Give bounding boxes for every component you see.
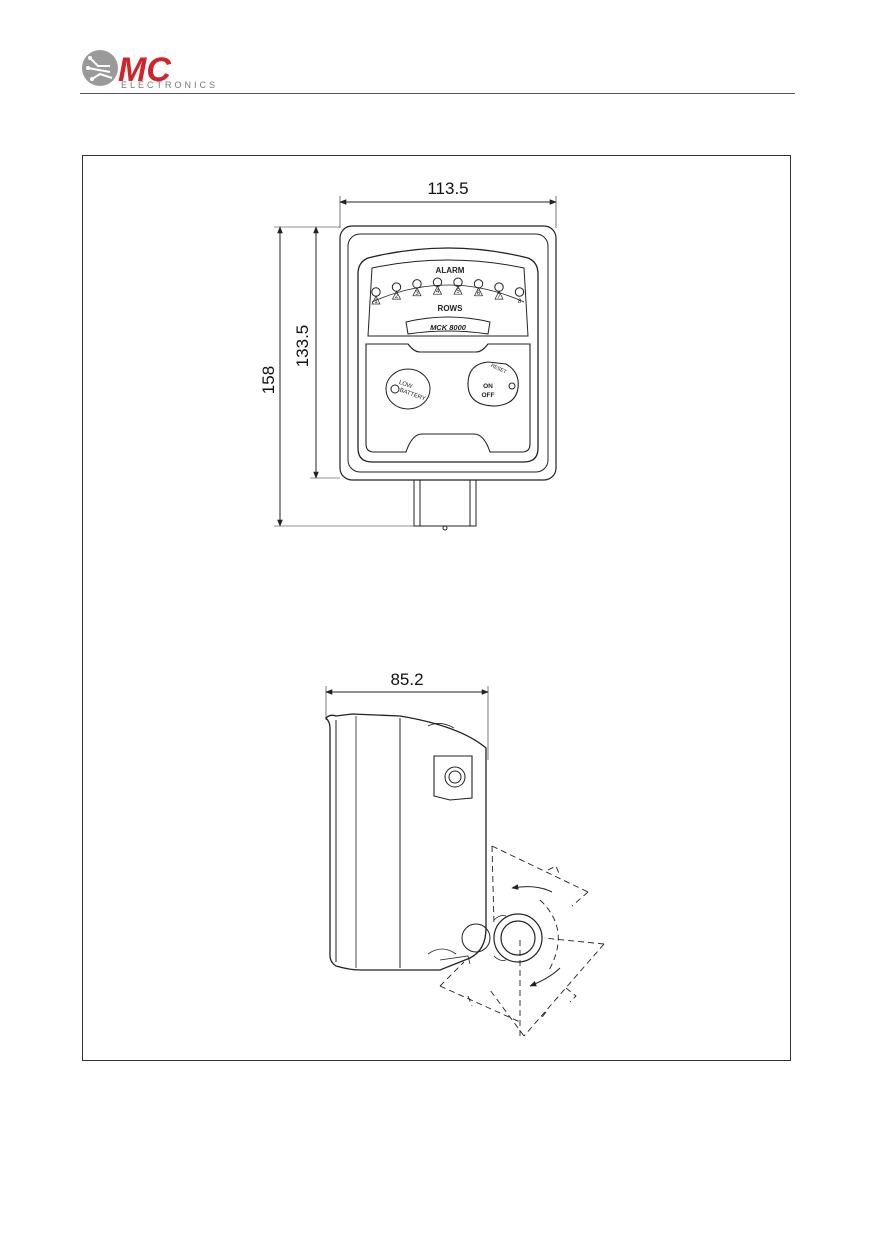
model-label: MCK 8000	[430, 323, 467, 332]
alarm-led-marker-4	[432, 285, 443, 295]
row-number-7: 7	[497, 294, 501, 300]
depth-dimension-label: 85.2	[390, 670, 423, 689]
body-height-dimension-label: 133.5	[293, 325, 312, 368]
front-bezel	[357, 247, 539, 463]
side-body-outline	[325, 713, 487, 971]
total-height-dimension-label: 158	[259, 366, 278, 394]
screw-boss	[433, 755, 473, 801]
width-dimension-label: 113.5	[427, 179, 468, 198]
alarm-label: ALARM	[436, 266, 465, 275]
rotate-down-arrow	[529, 967, 561, 987]
row-number-8: 8	[518, 299, 522, 305]
alarm-led-marker-7	[494, 290, 504, 300]
screw-icon	[444, 766, 466, 788]
front-view	[274, 196, 557, 531]
low-battery-indicator	[385, 368, 431, 410]
housing-outline	[339, 225, 557, 481]
hinge-pivot	[493, 913, 543, 963]
alarm-led-marker-6	[473, 287, 484, 297]
alarm-led-row: 1 2 3 4 5 6 7 8	[371, 277, 525, 305]
side-view	[325, 686, 605, 1037]
switch-on-label: ON	[483, 383, 493, 390]
row-number-1: 1	[374, 299, 378, 305]
alarm-led-marker-5	[453, 285, 463, 295]
alarm-led-marker-3	[412, 287, 422, 297]
control-panel	[365, 343, 531, 453]
key-switch	[467, 361, 519, 407]
logo-subtitle: ELECTRONICS	[121, 80, 218, 90]
low-battery-label-line1: LOW	[398, 380, 413, 390]
alarm-led-2	[391, 282, 402, 292]
row-number-4: 4	[436, 289, 440, 295]
alarm-led-7	[494, 282, 504, 292]
row-number-3: 3	[415, 291, 419, 297]
hinge-knuckle	[461, 923, 491, 953]
header-rule	[80, 93, 795, 94]
alarm-led-3	[412, 279, 422, 289]
switch-off-label: OFF	[482, 392, 495, 399]
mount-bracket	[413, 479, 477, 527]
alarm-led-marker-2	[391, 290, 402, 300]
alarm-led-1	[371, 287, 381, 297]
alarm-led-marker-1	[371, 295, 381, 305]
low-battery-label-line2: BATTERY	[399, 388, 427, 403]
alarm-led-8	[514, 287, 525, 297]
rows-label: ROWS	[438, 304, 464, 313]
row-number-2: 2	[395, 294, 399, 300]
logo-mark: MC	[118, 51, 171, 89]
alarm-led-6	[473, 279, 484, 289]
drawing-frame	[82, 155, 791, 1061]
row-number-5: 5	[456, 289, 460, 295]
company-logo: MC ELECTRONICS	[82, 50, 218, 90]
model-badge	[405, 316, 491, 335]
row-number-6: 6	[477, 291, 481, 297]
switch-reset-label: RESET	[490, 363, 508, 375]
swing-range	[439, 845, 605, 1037]
rotate-up-arrow	[511, 884, 553, 893]
